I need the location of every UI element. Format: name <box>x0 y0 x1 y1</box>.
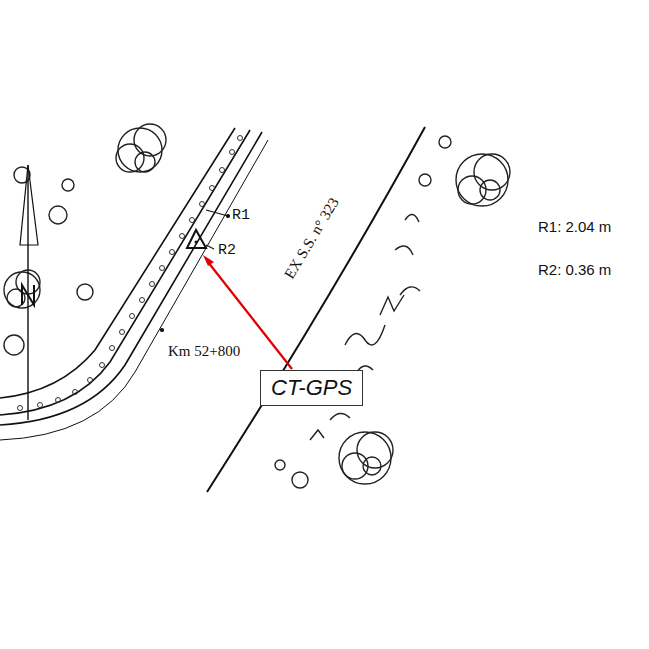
station-box: CT-GPS <box>260 370 363 406</box>
gravel-edge <box>0 130 250 415</box>
callout-label: R1 <box>232 208 250 225</box>
dimension-note: R2: 0.36 m <box>538 262 611 279</box>
station-marker <box>187 230 206 248</box>
road-edge <box>0 140 268 440</box>
dimension-note: R1: 2.04 m <box>538 219 611 236</box>
leader-lines <box>161 210 230 332</box>
road-edge <box>0 132 262 425</box>
callout-label: R2 <box>218 243 236 260</box>
chainage-label: Km 52+800 <box>168 343 240 360</box>
road-edge <box>207 127 425 492</box>
tree-symbols <box>4 124 510 488</box>
road-lines <box>0 127 425 492</box>
station-name: CT-GPS <box>271 375 352 401</box>
north-arrow <box>20 165 38 420</box>
road-name: EX S.S. n° 323 <box>281 195 342 282</box>
gravel-dots <box>18 136 243 411</box>
